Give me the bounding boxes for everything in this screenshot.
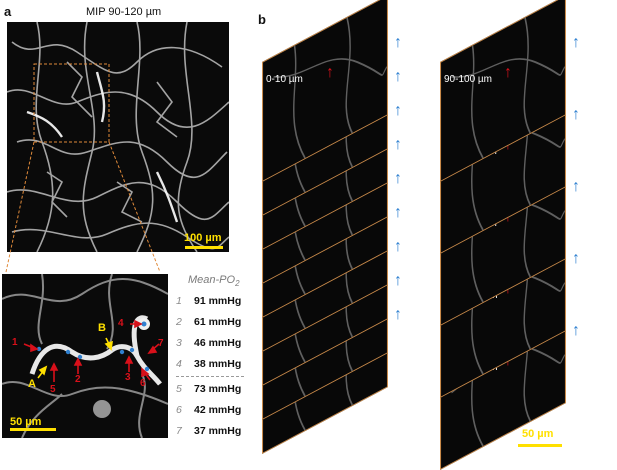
- red-arrow-icon: ↑: [326, 64, 334, 81]
- marker-2: 2: [75, 374, 81, 385]
- marker-1: 1: [12, 337, 18, 348]
- marker-3: 3: [125, 372, 131, 383]
- marker-b: B: [98, 322, 106, 334]
- depth-slice: [262, 0, 388, 183]
- blue-arrow-icon: ↑: [394, 204, 402, 221]
- blue-arrow-icon: ↑: [394, 306, 402, 323]
- blue-arrow-icon: ↑: [394, 68, 402, 85]
- legend-title: Mean-PO2: [188, 274, 240, 289]
- panel-a-letter: a: [4, 4, 12, 19]
- legend-divider: [176, 376, 244, 377]
- red-arrow-icon: ↑: [504, 64, 512, 81]
- blue-arrow-icon: ↑: [394, 34, 402, 51]
- blue-arrow-icon: ↑: [572, 34, 580, 51]
- blue-arrow-icon: ↑: [394, 102, 402, 119]
- mip-scalebar-label: 100 µm: [184, 232, 222, 244]
- slice-texture: [273, 17, 388, 159]
- marker-7: 7: [158, 338, 164, 349]
- panel-b-scalebar: [518, 444, 562, 447]
- blue-arrow-icon: ↑: [394, 272, 402, 289]
- marker-4: 4: [118, 318, 124, 329]
- zoom-connector-lines: [5, 141, 161, 273]
- mip-title: MIP 90-120 µm: [86, 6, 162, 18]
- marker-5: 5: [50, 384, 56, 395]
- mip-image: [7, 22, 229, 252]
- zoom-image: [2, 274, 168, 438]
- slice-texture: [451, 17, 566, 159]
- panel-b-scalebar-label: 50 µm: [522, 428, 554, 440]
- depth-slice: [440, 0, 566, 183]
- blue-arrow-icon: ↑: [572, 250, 580, 267]
- blue-arrow-icon: ↑: [394, 238, 402, 255]
- marker-a: A: [28, 378, 36, 390]
- blue-arrow-icon: ↑: [572, 106, 580, 123]
- zoom-scalebar-label: 50 µm: [10, 416, 42, 428]
- blue-arrow-icon: ↑: [394, 136, 402, 153]
- blue-arrow-icon: ↑: [572, 178, 580, 195]
- panel-b-letter: b: [258, 12, 266, 27]
- depth-slice-label: 90-100 µm: [444, 74, 493, 85]
- marker-6: 6: [140, 378, 146, 389]
- blue-arrow-icon: ↑: [394, 170, 402, 187]
- blue-arrow-icon: ↑: [572, 322, 580, 339]
- depth-slice-label: 0-10 µm: [266, 74, 303, 85]
